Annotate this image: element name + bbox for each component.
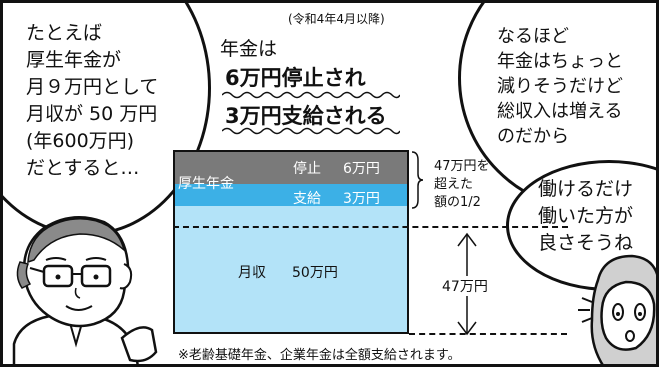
left-bubble-line: 月９万円として xyxy=(26,76,159,98)
stop-value: 6万円 xyxy=(343,161,380,177)
income-label: 月収 xyxy=(238,265,266,281)
right-top-bubble-line: 減りそうだけど xyxy=(497,76,623,97)
pay-value: 3万円 xyxy=(343,191,380,207)
header-line-pay: 3万円支給される xyxy=(225,104,387,128)
wavy-underline xyxy=(222,91,400,99)
panel-border-left xyxy=(0,0,3,367)
curly-brace-icon xyxy=(411,151,424,209)
date-note: (令和4年4月以降) xyxy=(288,12,385,26)
right-mid-bubble-line: 良さそうね xyxy=(538,232,634,254)
excess-note-line: 47万円を xyxy=(434,159,490,174)
stop-label: 停止 xyxy=(293,161,321,177)
right-mid-bubble-line: 働いた方が xyxy=(538,205,634,227)
left-bubble-line: 厚生年金が xyxy=(26,49,122,71)
pension-pay-block xyxy=(173,184,409,208)
right-top-bubble-line: 年金はちょっと xyxy=(497,51,623,72)
right-mid-bubble-line: 働けるだけ xyxy=(538,178,634,200)
threshold-dashed-line xyxy=(173,226,568,228)
woman-illustration xyxy=(578,254,659,367)
footnote: ※老齢基礎年金、企業年金は全額支給されます。 xyxy=(178,348,461,363)
excess-note-line: 額の1/2 xyxy=(434,195,481,210)
left-bubble-line: たとえば xyxy=(26,22,103,44)
pay-label: 支給 xyxy=(293,191,321,207)
header-line-stop: 6万円停止され xyxy=(225,66,366,90)
excess-note-line: 超えた xyxy=(434,177,474,192)
left-bubble-line: 月収が 50 万円 xyxy=(26,103,158,125)
right-top-bubble-line: のだから xyxy=(497,126,569,147)
right-top-bubble-line: 総収入は増える xyxy=(497,101,623,122)
base-dashed-line xyxy=(409,333,567,335)
excess-note: 47万円を 超えた 額の1/2 xyxy=(434,158,490,212)
right-top-bubble-line: なるほど xyxy=(497,26,569,47)
panel-border-right xyxy=(656,0,659,367)
right-top-bubble-text: なるほど 年金はちょっと 減りそうだけど 総収入は増える のだから xyxy=(497,24,623,149)
right-mid-bubble-text: 働けるだけ 働いた方が 良さそうね xyxy=(538,176,633,257)
panel-border-bottom xyxy=(0,364,659,367)
panel-border-top xyxy=(0,0,659,3)
pension-label: 厚生年金 xyxy=(178,176,234,192)
wavy-underline xyxy=(222,127,400,135)
income-value: 50万円 xyxy=(292,265,338,281)
left-bubble-text: たとえば 厚生年金が 月９万円として 月収が 50 万円 (年600万円) だと… xyxy=(26,20,158,182)
man-with-glasses-illustration xyxy=(12,216,158,367)
threshold-label: 47万円 xyxy=(440,276,490,296)
left-bubble-line: (年600万円) xyxy=(26,130,135,152)
left-bubble-line: だとすると… xyxy=(26,157,140,179)
header-title: 年金は xyxy=(220,38,278,60)
